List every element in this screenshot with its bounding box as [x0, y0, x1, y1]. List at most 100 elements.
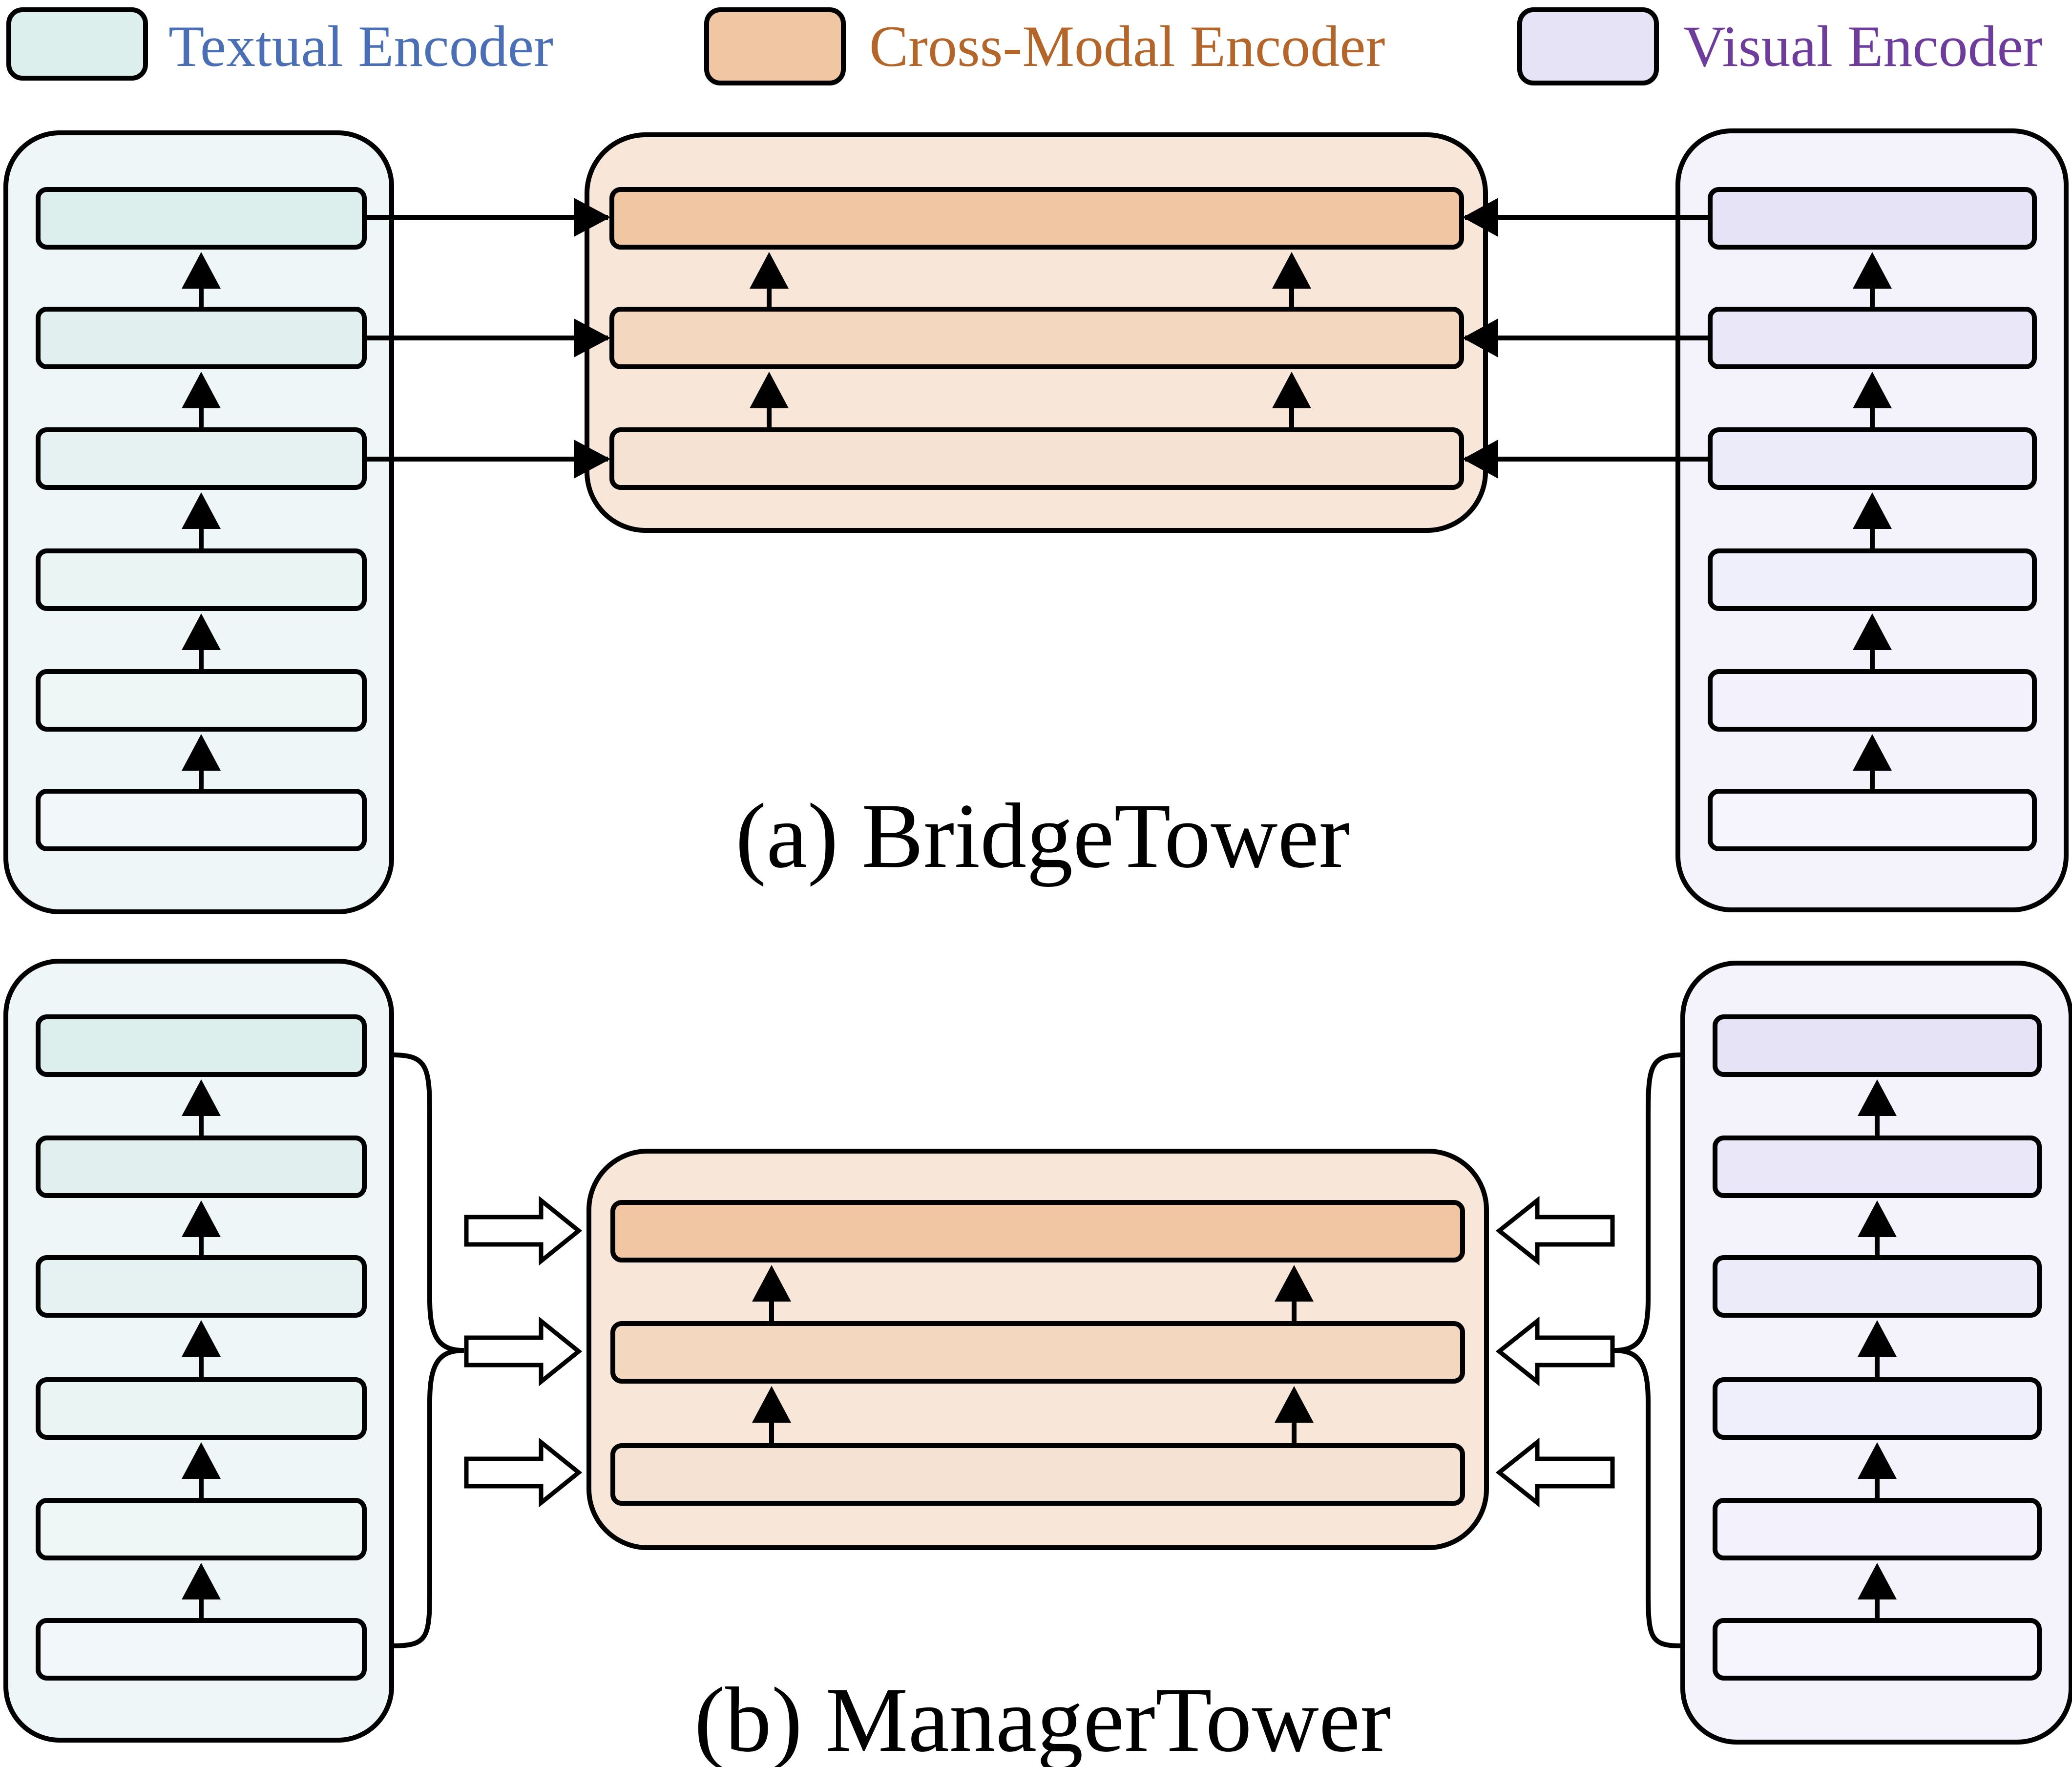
encoder-layer — [1713, 1377, 2042, 1440]
hollow-arrow-icon — [1495, 1316, 1615, 1387]
up-arrow-icon — [182, 492, 221, 551]
arrow-head — [182, 372, 221, 408]
up-arrow-icon — [1853, 734, 1892, 791]
encoder-layer — [36, 789, 367, 851]
legend-item-visual: Visual Encoder — [1517, 7, 2043, 85]
arrow-head — [1275, 1265, 1314, 1302]
legend-swatch-cross-modal — [704, 7, 846, 85]
arrow-head — [1272, 252, 1311, 289]
curly-brace-icon — [1613, 1052, 1681, 1648]
arrow-head — [750, 372, 789, 408]
arrow-head — [1853, 613, 1892, 650]
up-arrow-icon — [182, 1563, 221, 1620]
arrow-head — [182, 1563, 221, 1599]
up-arrow-icon — [182, 1320, 221, 1380]
up-arrow-icon — [752, 1265, 791, 1324]
up-arrow-icon — [182, 734, 221, 791]
encoder-layer — [36, 548, 367, 611]
up-arrow-icon — [182, 1079, 221, 1138]
arrow-head — [182, 734, 221, 771]
cross-modal-layer — [609, 427, 1464, 490]
encoder-layer — [36, 1498, 367, 1560]
encoder-layer — [1713, 1498, 2042, 1560]
up-arrow-icon — [182, 252, 221, 309]
arrow-head — [752, 1265, 791, 1302]
cross-modal-encoder-tower — [585, 132, 1488, 533]
managertower-panel: (b) ManagerTower — [3, 959, 2072, 1767]
arrow-head — [1853, 734, 1892, 771]
up-arrow-icon — [1858, 1442, 1897, 1500]
encoder-layer — [36, 1377, 367, 1440]
visual-encoder-tower — [1675, 128, 2069, 912]
arrow-head — [1858, 1200, 1897, 1237]
arrow-head — [1858, 1563, 1897, 1599]
hollow-arrow-icon — [464, 1196, 583, 1266]
up-arrow-icon — [1858, 1320, 1897, 1380]
legend-swatch-textual — [6, 7, 148, 81]
up-arrow-icon — [182, 613, 221, 672]
arrow-head — [752, 1386, 791, 1423]
right-arrow-icon — [574, 440, 610, 479]
visual-encoder-tower — [1680, 961, 2072, 1745]
up-arrow-icon — [1858, 1079, 1897, 1138]
encoder-layer — [1708, 548, 2037, 611]
manager-connections — [393, 1052, 1681, 1648]
encoder-layer — [36, 1014, 367, 1077]
up-arrow-icon — [1853, 492, 1892, 551]
arrow-head — [182, 492, 221, 529]
arrow-head — [1853, 252, 1892, 289]
encoder-layer — [1713, 1136, 2042, 1198]
left-arrow-icon — [1463, 318, 1498, 358]
cross-modal-layer — [610, 1200, 1465, 1262]
encoder-layer — [36, 669, 367, 732]
encoder-layer — [36, 1618, 367, 1681]
hollow-arrow-icon — [1495, 1437, 1615, 1508]
hollow-arrow-icon — [1495, 1196, 1615, 1266]
arrow-head — [1853, 492, 1892, 529]
up-arrow-icon — [182, 1442, 221, 1500]
arrow-head — [182, 1442, 221, 1479]
up-arrow-icon — [1275, 1265, 1314, 1324]
arrow-head — [182, 252, 221, 289]
up-arrow-icon — [1853, 613, 1892, 672]
bridgetower-panel: (a) BridgeTower — [3, 128, 2069, 914]
arrow-head — [1853, 372, 1892, 408]
arrow-head — [1858, 1442, 1897, 1479]
up-arrow-icon — [1272, 252, 1311, 309]
up-arrow-icon — [182, 1200, 221, 1258]
left-arrow-icon — [1463, 440, 1498, 479]
encoder-layer — [36, 307, 367, 369]
encoder-layer — [1713, 1255, 2042, 1318]
arrow-head — [182, 1200, 221, 1237]
legend-item-textual: Textual Encoder — [6, 7, 553, 81]
up-arrow-icon — [1272, 372, 1311, 430]
legend-swatch-visual — [1517, 7, 1659, 85]
encoder-layer — [1708, 307, 2037, 369]
encoder-layer — [1708, 187, 2037, 250]
arrow-head — [182, 613, 221, 650]
legend: Textual Encoder Cross-Modal Encoder Visu… — [6, 7, 2043, 85]
legend-label-textual: Textual Encoder — [168, 14, 553, 79]
up-arrow-icon — [1858, 1200, 1897, 1258]
encoder-layer — [36, 1136, 367, 1198]
hollow-arrow-icon — [464, 1316, 583, 1387]
curly-brace-icon — [393, 1052, 464, 1648]
cross-modal-encoder-tower — [586, 1149, 1489, 1550]
up-arrow-icon — [1853, 252, 1892, 309]
caption-managertower: (b) ManagerTower — [694, 1669, 1391, 1767]
cross-modal-layer — [609, 187, 1464, 250]
encoder-layer — [1708, 427, 2037, 490]
arrow-head — [182, 1320, 221, 1357]
encoder-layer — [36, 1255, 367, 1318]
textual-encoder-tower — [3, 130, 394, 914]
legend-label-cross-modal: Cross-Modal Encoder — [869, 14, 1385, 79]
up-arrow-icon — [752, 1386, 791, 1446]
up-arrow-icon — [182, 372, 221, 430]
arrow-head — [1858, 1079, 1897, 1116]
up-arrow-icon — [750, 252, 789, 309]
bridge-connections — [367, 198, 1709, 479]
encoder-layer — [1713, 1618, 2042, 1681]
encoder-layer — [1708, 789, 2037, 851]
encoder-layer — [1708, 669, 2037, 732]
